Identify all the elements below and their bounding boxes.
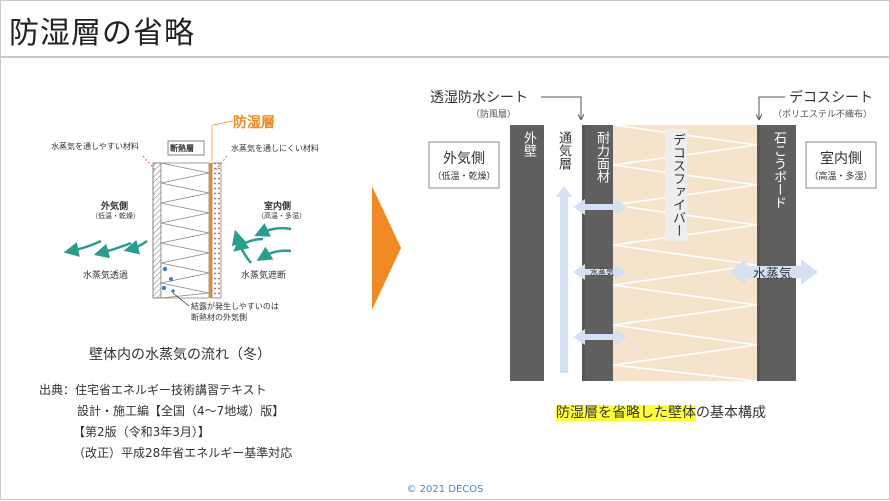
label-permeable: 水蒸気を通しやすい材料: [51, 142, 139, 151]
right-inside-title: 室内側: [820, 151, 862, 167]
callout-outer-sheet: [541, 96, 581, 119]
chevron-arrow-icon: [372, 186, 401, 310]
leader-condensation: [172, 292, 190, 307]
label-exterior-wall: 外壁: [521, 131, 536, 157]
label-condensation-1: 結露が発生しやすいのは: [191, 302, 279, 311]
fiber-zigzag: [612, 124, 758, 382]
left-outside-title: 外気側: [101, 202, 129, 212]
label-vapor-large: 水蒸気: [753, 267, 793, 282]
interior-board: [211, 162, 222, 299]
vent-up-arrow: [556, 186, 572, 373]
label-vapor-pass: 水蒸気透過: [83, 271, 129, 281]
label-condensation-2: 断熱材の外気側: [191, 313, 247, 322]
source-line-1: 出典：住宅省エネルギー技術講習テキスト: [39, 383, 267, 397]
permeable-sheet-line: [582, 125, 585, 381]
label-structural-panel: 耐力面材: [594, 131, 609, 183]
leader-permeable: [142, 155, 157, 172]
insulation-block: [160, 162, 210, 299]
gypsum-board-layer: [760, 125, 796, 381]
exterior-wall-layer: [510, 125, 544, 381]
label-vapor-small: 水蒸気: [590, 268, 614, 277]
label-vapor-barrier: 防湿層: [233, 115, 275, 131]
left-caption: 壁体内の水蒸気の流れ（冬）: [89, 347, 271, 363]
right-caption: 防湿層を省略した壁体の基本構成: [556, 402, 766, 422]
right-outside-box: [428, 141, 500, 189]
label-vapor-block: 水蒸気遮断: [241, 271, 287, 281]
label-permeable-sheet-sub: （防風層）: [471, 110, 517, 120]
right-caption-rest: の基本構成: [696, 405, 766, 421]
vapor-small-arrows: [573, 199, 627, 345]
label-decos-sheet-sub: （ポリエステル不織布）: [773, 110, 873, 120]
label-insulation: 断熱層: [170, 144, 194, 153]
copyright-footer: © 2021 DECOS: [406, 484, 484, 495]
label-decos-sheet: デコスシート: [789, 90, 873, 106]
label-gypsum-board: 石こうボード: [771, 131, 786, 209]
leader-impermeable: [214, 155, 228, 172]
right-outside-sub: （低温・乾燥）: [432, 172, 496, 182]
left-inside-sub: （高温・多湿）: [257, 212, 306, 220]
label-decos-fiber: デコスファイバー: [665, 129, 687, 241]
condensation-droplets: [161, 266, 175, 293]
vapor-block-arrows: [231, 223, 292, 264]
decos-sheet-line: [757, 125, 760, 381]
page-title: 防湿層の省略: [9, 16, 195, 51]
source-line-2: 設計・施工編【全国（4～7地域）版】: [77, 404, 285, 418]
callout-inner-sheet: [759, 96, 785, 119]
vapor-large-arrow: [729, 259, 818, 285]
right-outside-title: 外気側: [443, 151, 485, 167]
left-inside-title: 室内側: [264, 202, 292, 212]
right-caption-highlight: 防湿層を省略した壁体: [556, 405, 696, 421]
right-inside-sub: （高温・多湿）: [809, 172, 873, 182]
vapor-barrier-line: [209, 163, 212, 298]
insulation-label-box: [167, 140, 205, 156]
vapor-pass-arrows: [63, 239, 148, 259]
label-permeable-sheet: 透湿防水シート: [430, 90, 528, 106]
left-outside-sub: （低温・乾燥）: [91, 212, 140, 220]
title-divider: [1, 56, 889, 58]
source-line-3: 【第2版（令和3年3月）】: [73, 425, 210, 439]
right-inside-box: [805, 141, 877, 189]
label-impermeable: 水蒸気を通しにくい材料: [231, 144, 319, 153]
source-line-4: （改正）平成28年省エネルギー基準対応: [73, 446, 293, 460]
label-vent-layer: 通気層: [556, 131, 571, 170]
